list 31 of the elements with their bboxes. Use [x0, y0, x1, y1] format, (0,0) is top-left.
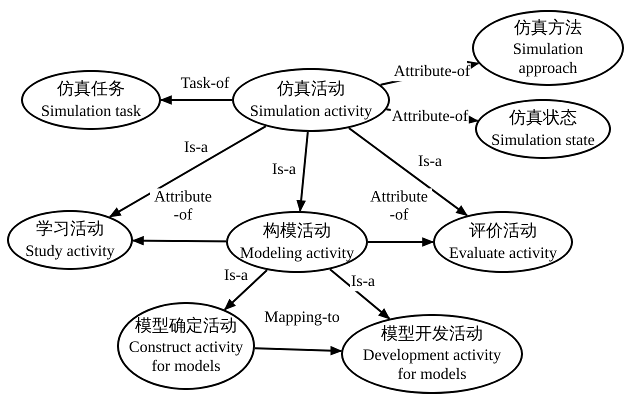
- concept-title: 评价活动: [469, 221, 537, 242]
- arrow: [224, 269, 268, 310]
- concept-title: 仿真任务: [57, 79, 125, 100]
- arrow: [160, 95, 232, 105]
- concept-label: Construct activity for models: [128, 338, 244, 376]
- arrow: [368, 237, 434, 247]
- edge-label: Attribute-of: [390, 108, 470, 126]
- arrow: [108, 125, 266, 218]
- arrow: [329, 268, 390, 320]
- edge-label: Attribute-of: [392, 63, 472, 81]
- concept-title: 仿真方法: [514, 18, 582, 38]
- concept-label: Modeling activity: [240, 244, 354, 263]
- concept-label: Simulation task: [41, 102, 141, 121]
- arrow: [132, 236, 226, 246]
- arrow: [254, 346, 342, 356]
- concept-label: Evaluate activity: [449, 244, 557, 263]
- arrow: [348, 127, 468, 216]
- concept-label: Simulation approach: [512, 40, 584, 78]
- concept-title: 模型开发活动: [381, 324, 483, 344]
- concept-title: 仿真状态: [509, 108, 577, 129]
- arrow: [296, 132, 309, 212]
- concept-title: 构模活动: [263, 221, 331, 242]
- edge-label: Mapping-to: [263, 309, 341, 327]
- concept-title: 学习活动: [36, 219, 104, 240]
- concept-label: Study activity: [25, 242, 115, 261]
- concept-label: Development activity for models: [362, 346, 502, 384]
- concept-label: Simulation state: [491, 130, 595, 150]
- concept-label: Simulation activity: [250, 102, 372, 121]
- concept-title: 仿真活动: [277, 79, 345, 100]
- edge-label: Is-a: [350, 273, 376, 291]
- concept-title: 模型确定活动: [135, 316, 237, 336]
